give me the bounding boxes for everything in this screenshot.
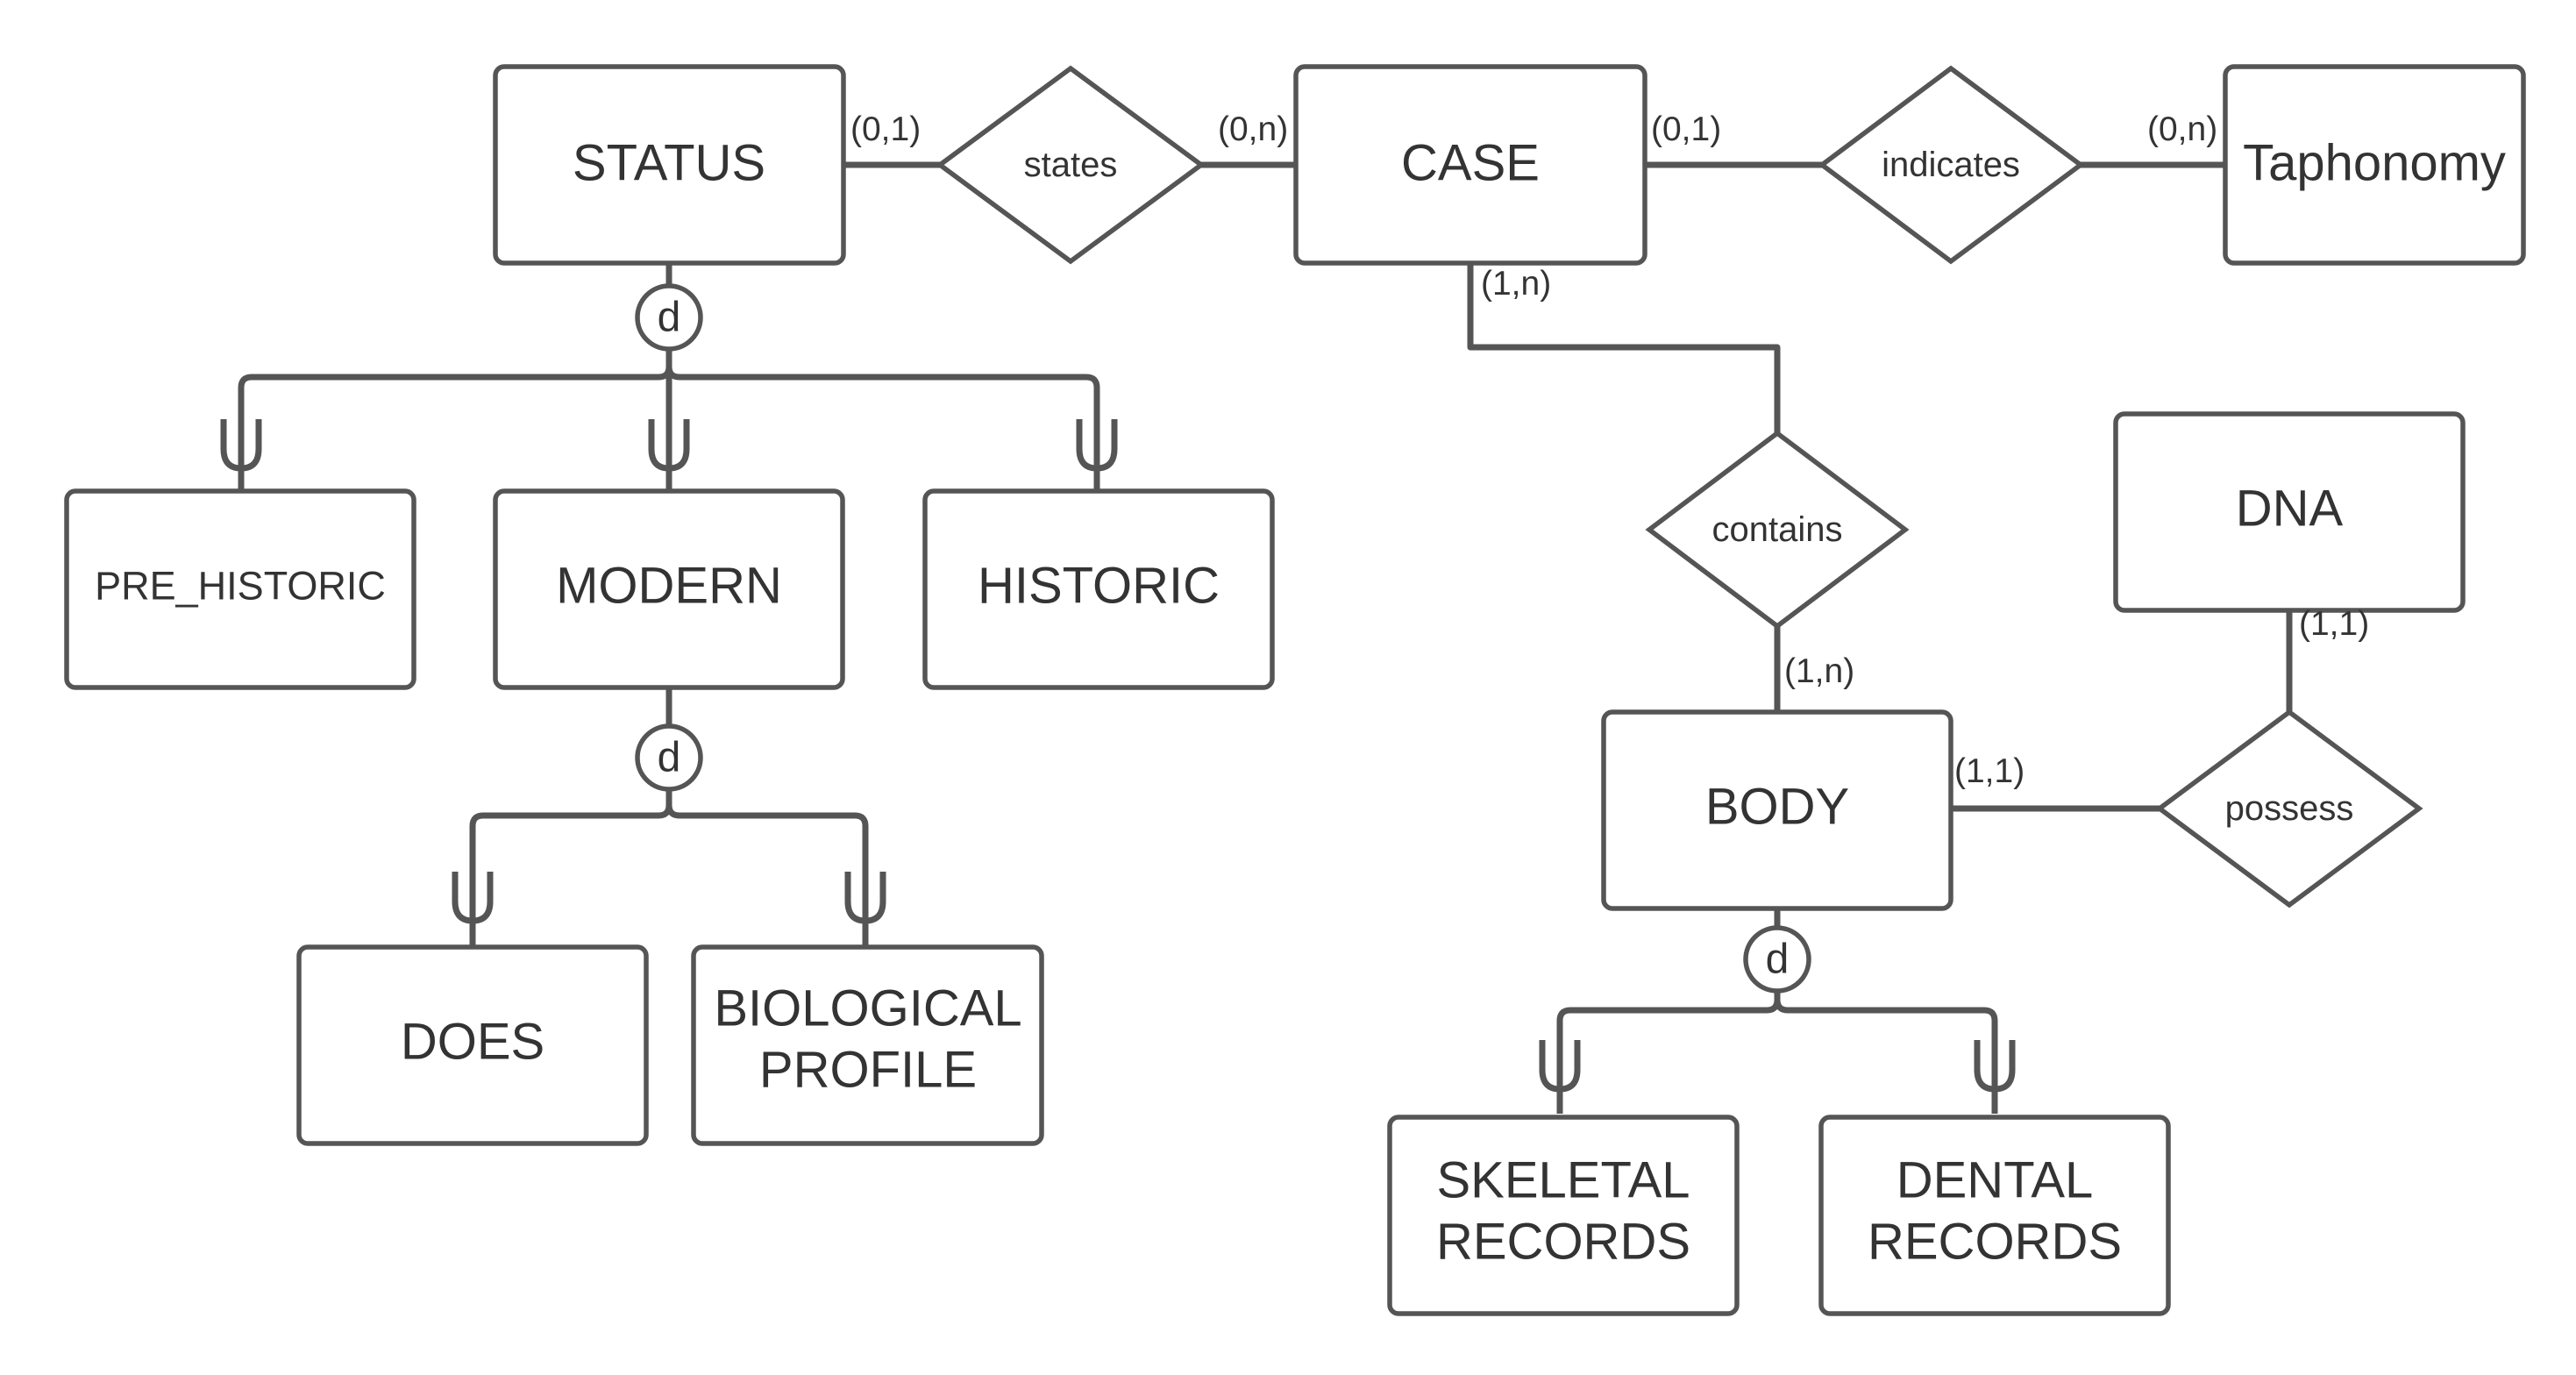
cardinality-body-possess: (1,1) xyxy=(1954,752,2025,790)
entity-modern: MODERN xyxy=(493,488,845,690)
cardinality-status-states: (0,1) xyxy=(850,110,921,148)
disjoint-circle-modern xyxy=(635,723,703,792)
entity-historic: HISTORIC xyxy=(922,488,1275,690)
entity-does: DOES xyxy=(296,944,649,1146)
entity-dna: DNA xyxy=(2113,411,2466,613)
entity-label-status: STATUS xyxy=(573,135,765,192)
subset-symbol-historic xyxy=(1076,419,1118,472)
cardinality-dna-possess: (1,1) xyxy=(2299,605,2369,643)
entity-biological-profile: BIOLOGICAL PROFILE xyxy=(691,944,1044,1146)
entity-label-biological-profile-line2: PROFILE xyxy=(759,1042,977,1099)
entity-pre-historic: PRE_HISTORIC xyxy=(64,488,416,690)
entity-dental-records: DENTAL RECORDS xyxy=(1818,1115,2171,1316)
entity-label-skeletal-records-line1: SKELETAL xyxy=(1436,1152,1690,1209)
entity-label-taphonomy: Taphonomy xyxy=(2243,135,2506,192)
relationship-label-contains: contains xyxy=(1712,510,1843,549)
specialization-body: d xyxy=(1539,907,2016,1114)
entity-label-historic: HISTORIC xyxy=(978,558,1220,615)
entity-skeletal-records: SKELETAL RECORDS xyxy=(1387,1115,1740,1316)
entity-case: CASE xyxy=(1293,64,1647,266)
relationship-label-possess: possess xyxy=(2225,789,2354,828)
disjoint-circle-body xyxy=(1743,925,1811,994)
entity-status: STATUS xyxy=(493,64,846,266)
cardinality-case-states: (0,n) xyxy=(1218,110,1288,148)
entity-label-biological-profile-line1: BIOLOGICAL xyxy=(714,980,1021,1037)
subset-symbol-modern xyxy=(648,419,690,472)
cardinality-taphonomy-indicates: (0,n) xyxy=(2147,110,2217,148)
entity-label-dna: DNA xyxy=(2236,481,2344,538)
subset-symbol-dental-records xyxy=(1974,1040,2016,1093)
entity-label-pre-historic: PRE_HISTORIC xyxy=(95,564,386,609)
entity-label-does: DOES xyxy=(401,1014,544,1071)
relationship-possess: possess xyxy=(2155,709,2423,908)
entity-label-body: BODY xyxy=(1705,779,1849,836)
cardinality-case-indicates: (0,1) xyxy=(1651,110,1721,148)
subset-symbol-biological-profile xyxy=(844,872,886,924)
relationship-contains: contains xyxy=(1645,430,1910,630)
relationship-label-states: states xyxy=(1024,146,1118,184)
subset-symbol-skeletal-records xyxy=(1539,1040,1581,1093)
disjoint-label-modern: d xyxy=(658,735,681,781)
disjoint-label-status: d xyxy=(658,295,681,341)
cardinality-case-contains: (1,n) xyxy=(1481,265,1551,303)
entity-label-case: CASE xyxy=(1401,135,1540,192)
cardinalities: (0,1) (0,n) (0,1) (0,n) (1,n) (1,n) (1,1… xyxy=(850,110,2369,790)
disjoint-label-body: d xyxy=(1766,937,1790,983)
subset-symbol-does xyxy=(452,872,494,924)
entity-label-dental-records-line2: RECORDS xyxy=(1868,1214,2122,1271)
relationship-label-indicates: indicates xyxy=(1882,146,2020,184)
specialization-modern: d xyxy=(452,688,886,945)
entity-label-dental-records-line1: DENTAL xyxy=(1896,1152,2094,1209)
entity-body: BODY xyxy=(1601,709,1953,911)
subset-symbol-pre-historic xyxy=(220,419,262,472)
relationship-indicates: indicates xyxy=(1818,65,2085,265)
connectors xyxy=(844,161,2293,812)
cardinality-body-contains: (1,n) xyxy=(1784,652,1854,690)
entity-taphonomy: Taphonomy xyxy=(2223,64,2526,266)
disjoint-circle-status xyxy=(635,283,703,352)
entity-label-modern: MODERN xyxy=(556,558,782,615)
entity-label-skeletal-records-line2: RECORDS xyxy=(1436,1214,1690,1271)
specialization-status: d xyxy=(220,263,1118,489)
relationship-states: states xyxy=(936,65,1206,265)
line-case-contains xyxy=(1467,263,1781,433)
